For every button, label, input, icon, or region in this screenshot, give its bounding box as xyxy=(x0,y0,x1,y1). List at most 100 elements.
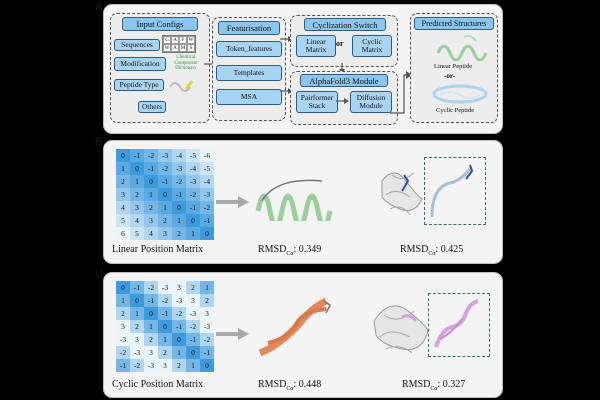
matrix-cell: -6 xyxy=(200,149,214,162)
diffusion-box: Diffusion Module xyxy=(350,91,392,113)
matrix-cell: 1 xyxy=(172,346,186,359)
matrix-cell: 2 xyxy=(186,281,200,294)
matrix-cell: 1 xyxy=(186,359,200,372)
cyclization-title: Cyclization Switch xyxy=(304,18,386,31)
panel-label-b: B xyxy=(95,136,103,148)
matrix-cell: -1 xyxy=(186,201,200,214)
matrix-cell: 2 xyxy=(144,201,158,214)
matrix-cell: -2 xyxy=(116,346,130,359)
panel-label-a: A xyxy=(95,1,103,13)
matrix-cell: 0 xyxy=(186,346,200,359)
matrix-cell: 2 xyxy=(116,175,130,188)
matrix-cell: 3 xyxy=(200,307,214,320)
matrix-cell: 3 xyxy=(158,227,172,240)
matrix-cell: 2 xyxy=(116,307,130,320)
matrix-cell: 6 xyxy=(116,227,130,240)
chemical-dictionary-label: Chemical Component Dictionary xyxy=(174,55,198,71)
matrix-cell: 1 xyxy=(186,227,200,240)
matrix-cell: -2 xyxy=(172,307,186,320)
matrix-cell: -2 xyxy=(144,149,158,162)
arrow-c xyxy=(216,328,249,340)
matrix-cell: 0 xyxy=(144,175,158,188)
matrix-cell: 3 xyxy=(116,320,130,333)
matrix-cell: 0 xyxy=(200,227,214,240)
matrix-cell: -1 xyxy=(172,320,186,333)
arrow-b xyxy=(216,196,249,208)
rmsd-c-left: RMSDCα: 0.448 xyxy=(258,379,322,392)
matrix-cell: 0 xyxy=(200,359,214,372)
input-configs-title: Input Configs xyxy=(122,17,198,31)
matrix-cell: -3 xyxy=(200,320,214,333)
matrix-cell: -4 xyxy=(200,175,214,188)
matrix-cell: 0 xyxy=(130,162,144,175)
or-label: or xyxy=(336,39,344,48)
matrix-cell: -2 xyxy=(130,359,144,372)
zoom-detail-b xyxy=(430,164,474,218)
matrix-cell: 0 xyxy=(130,294,144,307)
matrix-cell: 1 xyxy=(158,333,172,346)
matrix-cell: 1 xyxy=(158,201,172,214)
matrix-cell: 0 xyxy=(172,333,186,346)
rmsd-b-right: RMSDCα: 0.425 xyxy=(400,244,464,257)
templates-box: Templates xyxy=(216,65,282,81)
matrix-cell: 1 xyxy=(130,307,144,320)
rmsd-b-left: RMSDCα: 0.349 xyxy=(258,244,322,257)
peptide-type-icon xyxy=(169,80,194,92)
matrix-cell: 2 xyxy=(172,227,186,240)
featurisation-title: Featurisation xyxy=(218,21,280,35)
linear-matrix-box: Linear Matrix xyxy=(296,35,336,57)
matrix-cell: 0 xyxy=(116,281,130,294)
matrix-cell: -2 xyxy=(200,333,214,346)
matrix-cell: -1 xyxy=(144,162,158,175)
cyclic-matrix-caption: Cyclic Position Matrix xyxy=(112,379,204,390)
zoom-detail-c xyxy=(434,299,479,348)
matrix-cell: 5 xyxy=(116,214,130,227)
matrix-cell: 3 xyxy=(158,359,172,372)
matrix-cell: 0 xyxy=(186,214,200,227)
matrix-cell: -3 xyxy=(172,294,186,307)
matrix-cell: 4 xyxy=(116,201,130,214)
cyclic-peptide-icon xyxy=(432,84,488,104)
matrix-cell: -1 xyxy=(144,294,158,307)
matrix-cell: 3 xyxy=(130,333,144,346)
matrix-cell: -3 xyxy=(200,188,214,201)
matrix-cell: -3 xyxy=(186,307,200,320)
cyclic-beta-structure xyxy=(258,297,331,357)
matrix-cell: 2 xyxy=(158,214,172,227)
matrix-cell: 1 xyxy=(144,188,158,201)
matrix-cell: -2 xyxy=(144,281,158,294)
complex-structure-b xyxy=(381,172,423,216)
zoom-box-c xyxy=(428,293,490,357)
matrix-cell: 1 xyxy=(200,281,214,294)
matrix-cell: -1 xyxy=(158,175,172,188)
matrix-cell: 3 xyxy=(144,346,158,359)
rmsd-c-right: RMSDCα: 0.327 xyxy=(402,379,466,392)
others-box: Others xyxy=(138,101,166,113)
matrix-cell: -2 xyxy=(158,294,172,307)
matrix-cell: -3 xyxy=(144,359,158,372)
matrix-cell: -5 xyxy=(200,162,214,175)
matrix-cell: 3 xyxy=(130,201,144,214)
matrix-cell: -1 xyxy=(200,346,214,359)
predicted-group xyxy=(410,13,498,123)
matrix-cell: 2 xyxy=(130,188,144,201)
matrix-cell: -1 xyxy=(130,281,144,294)
matrix-cell: -2 xyxy=(200,201,214,214)
predicted-title: Predicted Structures xyxy=(414,17,494,30)
matrix-cell: 2 xyxy=(200,294,214,307)
peptide-type-box: Peptide Type xyxy=(114,79,164,91)
matrix-cell: 3 xyxy=(172,281,186,294)
matrix-cell: 4 xyxy=(130,214,144,227)
matrix-cell: -1 xyxy=(172,188,186,201)
linear-peptide-icon xyxy=(436,34,488,61)
msa-box: MSA xyxy=(216,89,282,105)
arrow-alphafold-predicted xyxy=(390,71,412,114)
matrix-cell: 0 xyxy=(144,307,158,320)
matrix-cell: -3 xyxy=(130,346,144,359)
sequences-box: Sequences xyxy=(114,39,160,51)
